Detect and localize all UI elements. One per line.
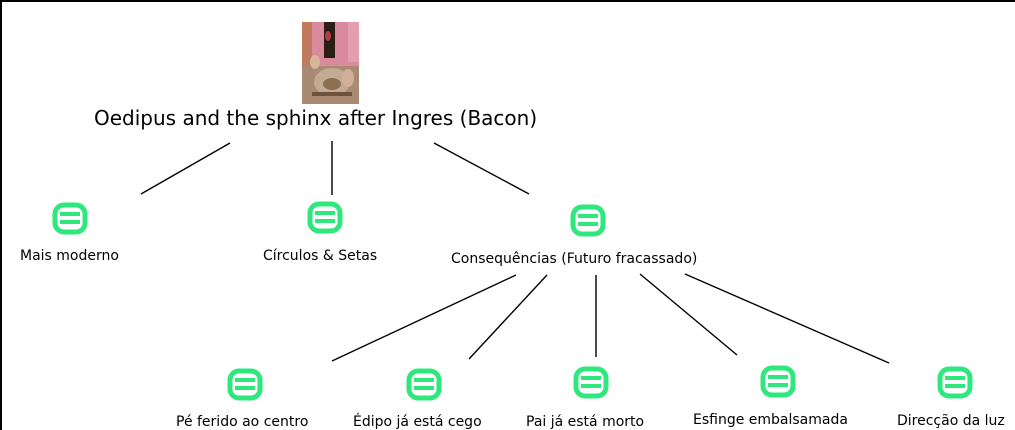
node-label-esfinge[interactable]: Esfinge embalsamada xyxy=(693,412,848,428)
painting-thumbnail[interactable] xyxy=(302,22,359,104)
edge-root-consequencias xyxy=(433,142,530,195)
note-icon[interactable] xyxy=(307,201,343,235)
node-label-edipo-cego[interactable]: Édipo já está cego xyxy=(353,414,482,430)
note-icon[interactable] xyxy=(760,365,796,399)
note-icon[interactable] xyxy=(52,202,88,236)
root-node-title[interactable]: Oedipus and the sphinx after Ingres (Bac… xyxy=(94,106,538,130)
node-label-pe-ferido[interactable]: Pé ferido ao centro xyxy=(176,414,309,430)
node-label-circulos-setas[interactable]: Círculos & Setas xyxy=(263,248,378,264)
node-label-direccao-luz[interactable]: Direcção da luz xyxy=(897,413,1005,429)
note-icon[interactable] xyxy=(406,368,442,402)
edge-cons-direccao xyxy=(684,273,890,364)
edge-cons-pe-ferido xyxy=(331,274,517,362)
note-icon[interactable] xyxy=(937,366,973,400)
note-icon[interactable] xyxy=(570,204,606,238)
edge-root-mais-moderno xyxy=(140,142,231,195)
edge-cons-esfinge xyxy=(639,273,738,356)
node-label-consequencias[interactable]: Consequências (Futuro fracassado) xyxy=(451,251,698,267)
node-label-pai-morto[interactable]: Pai já está morto xyxy=(526,414,645,430)
edge-cons-edipo xyxy=(468,274,548,360)
note-icon[interactable] xyxy=(573,366,609,400)
note-icon[interactable] xyxy=(227,368,263,402)
node-label-mais-moderno[interactable]: Mais moderno xyxy=(20,248,119,264)
